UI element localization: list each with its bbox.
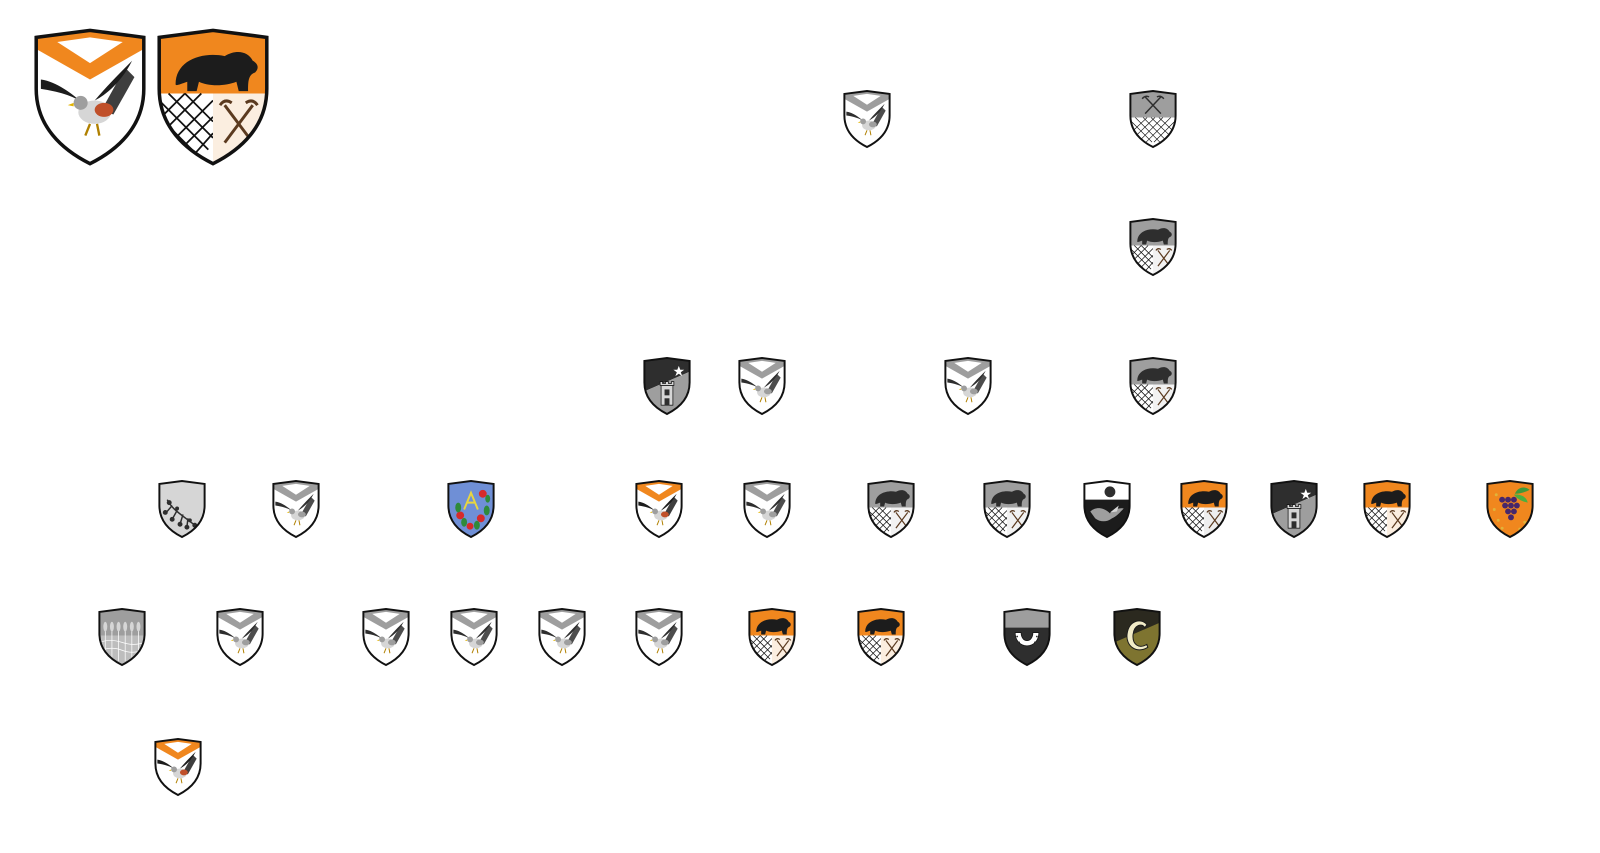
crest-r5-hawk-a[interactable]: [215, 607, 265, 667]
crest-r5-horseshoe-graphic: [1003, 607, 1051, 667]
crest-r5-bear-color-b-graphic: [857, 607, 905, 667]
crest-r4-branch[interactable]: [157, 479, 207, 539]
crest-r5-hawk-b[interactable]: [361, 607, 411, 667]
crest-r4-bird-dark-graphic: [1083, 479, 1131, 539]
crest-r5-hawk-e-graphic: [635, 607, 683, 667]
crest-r4-hawk-b-graphic: [743, 479, 791, 539]
crest-r4-hawk-a[interactable]: [271, 479, 321, 539]
crest-r4-grapes-graphic: [1486, 479, 1534, 539]
crest-r4-branch-graphic: [158, 479, 206, 539]
crest-r4-flowers-graphic: [447, 479, 495, 539]
crest-r3-bear-graphic: [1129, 356, 1177, 416]
crest-r4-tower-graphic: [1270, 479, 1318, 539]
crest-r5-reeds-graphic: [98, 607, 146, 667]
crest-r4-bear-orange-gray-graphic: [1180, 479, 1228, 539]
crest-r3-bear[interactable]: [1128, 356, 1178, 416]
crest-r5-hawk-c[interactable]: [449, 607, 499, 667]
crest-r3-hawk-b[interactable]: [943, 356, 993, 416]
crest-r5-bear-color-a-graphic: [748, 607, 796, 667]
crest-r6-hawk-color[interactable]: [153, 737, 203, 797]
crest-r2-bear-graphic: [1129, 217, 1177, 277]
crest-r1-hawk[interactable]: [842, 89, 892, 149]
crest-r6-hawk-color-graphic: [154, 737, 202, 797]
crest-r5-reeds[interactable]: [97, 607, 147, 667]
crest-r3-tower-graphic: [643, 356, 691, 416]
crest-r4-flowers[interactable]: [446, 479, 496, 539]
crest-r4-bear-color[interactable]: [1362, 479, 1412, 539]
crest-r4-bear-b-graphic: [983, 479, 1031, 539]
hawk-crest-large-graphic: [34, 28, 146, 166]
crest-r2-bear[interactable]: [1128, 217, 1178, 277]
crest-r4-bear-orange-gray[interactable]: [1179, 479, 1229, 539]
crest-r4-bear-b[interactable]: [982, 479, 1032, 539]
crest-r5-bear-color-a[interactable]: [747, 607, 797, 667]
crest-r1-picks-graphic: [1129, 89, 1177, 149]
crest-r5-horseshoe[interactable]: [1002, 607, 1052, 667]
crest-r1-hawk-graphic: [843, 89, 891, 149]
bear-crest-large-graphic: [157, 28, 269, 166]
crest-r5-hawk-b-graphic: [362, 607, 410, 667]
crest-r4-hawk-a-graphic: [272, 479, 320, 539]
crest-r4-bear-a[interactable]: [866, 479, 916, 539]
hawk-crest-large: [30, 28, 150, 166]
crest-r4-bird-dark[interactable]: [1082, 479, 1132, 539]
crest-r3-hawk-a-graphic: [738, 356, 786, 416]
crest-r5-hawk-e[interactable]: [634, 607, 684, 667]
crest-r5-letter[interactable]: [1112, 607, 1162, 667]
crest-r3-hawk-a[interactable]: [737, 356, 787, 416]
crest-r4-bear-color-graphic: [1363, 479, 1411, 539]
crest-r4-grapes[interactable]: [1485, 479, 1535, 539]
bear-crest-large: [153, 28, 273, 166]
crest-r4-bear-a-graphic: [867, 479, 915, 539]
crest-r5-hawk-d[interactable]: [537, 607, 587, 667]
crest-r4-hawk-b[interactable]: [742, 479, 792, 539]
crest-r4-tower[interactable]: [1269, 479, 1319, 539]
crest-r3-hawk-b-graphic: [944, 356, 992, 416]
crest-r5-hawk-d-graphic: [538, 607, 586, 667]
crest-r5-hawk-a-graphic: [216, 607, 264, 667]
crest-r5-bear-color-b[interactable]: [856, 607, 906, 667]
crest-r4-hawk-color[interactable]: [634, 479, 684, 539]
crest-r3-tower[interactable]: [642, 356, 692, 416]
crest-r5-letter-graphic: [1113, 607, 1161, 667]
crest-r5-hawk-c-graphic: [450, 607, 498, 667]
crest-r1-picks[interactable]: [1128, 89, 1178, 149]
crest-r4-hawk-color-graphic: [635, 479, 683, 539]
